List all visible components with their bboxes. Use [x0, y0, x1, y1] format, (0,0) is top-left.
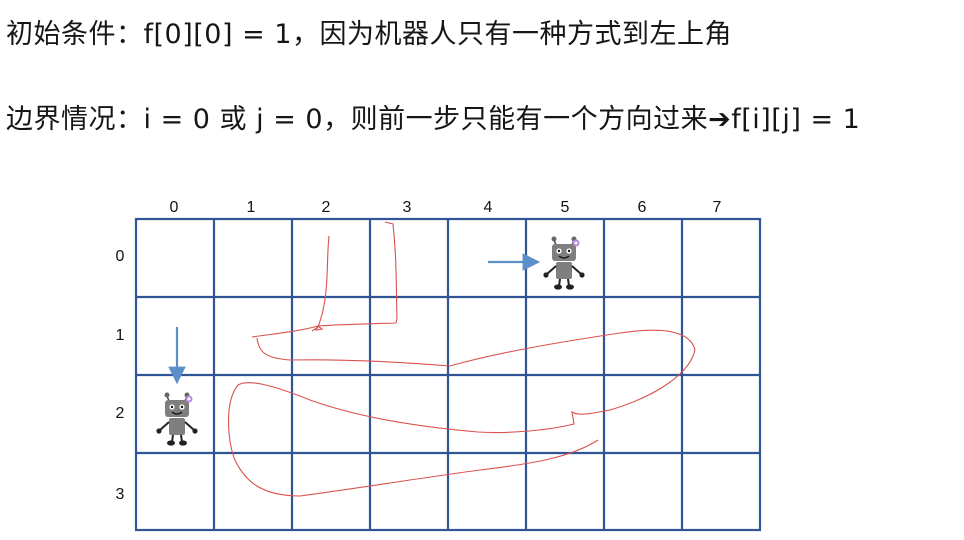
hand-drawn-annotation: [228, 221, 696, 497]
row-label: 3: [115, 486, 125, 503]
boundary-condition-text: 边界情况：i = 0 或 j = 0，则前一步只能有一个方向过来➔f[i][j]…: [6, 104, 861, 135]
column-label: 6: [637, 199, 647, 216]
column-label: 1: [246, 199, 256, 216]
row-label: 0: [115, 248, 125, 265]
row-label: 2: [115, 405, 125, 422]
robot-icon: [155, 391, 199, 447]
column-label: 7: [712, 199, 722, 216]
column-label: 3: [402, 199, 412, 216]
row-label: 1: [115, 327, 125, 344]
column-label: 4: [483, 199, 493, 216]
grid-lines: [134, 217, 762, 532]
column-label: 5: [560, 199, 570, 216]
robot-icon: [542, 235, 586, 291]
initial-condition-text: 初始条件：f[0][0] = 1，因为机器人只有一种方式到左上角: [6, 19, 732, 50]
column-label: 2: [321, 199, 331, 216]
column-label: 0: [169, 199, 179, 216]
